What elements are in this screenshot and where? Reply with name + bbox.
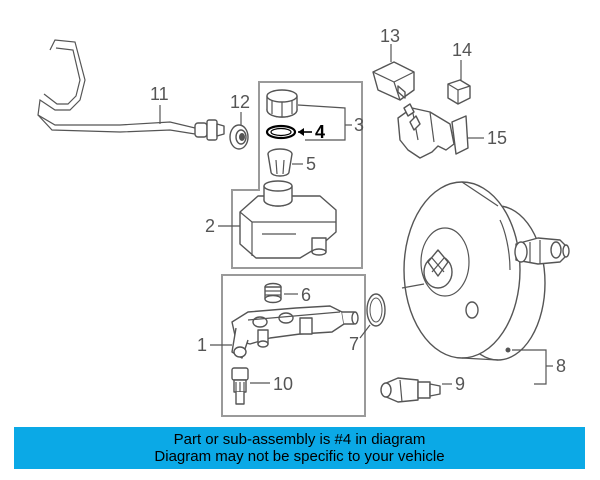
callout-8: 8	[556, 356, 566, 376]
callout-11: 11	[150, 84, 169, 104]
vacuum-sensor-part-9[interactable]	[380, 377, 441, 403]
pressure-sensor-part-10[interactable]	[231, 367, 249, 405]
callout-2: 2	[205, 216, 215, 236]
callout-7: 7	[349, 334, 359, 354]
callout-10: 10	[273, 374, 293, 394]
bracket-part-13[interactable]	[372, 61, 415, 101]
reservoir-cap-part-3[interactable]	[266, 89, 298, 118]
callout-5: 5	[306, 154, 316, 174]
master-cylinder-part-1[interactable]	[231, 305, 359, 359]
parts-diagram: 11 12 3 4 5	[37, 26, 570, 417]
callout-9: 9	[455, 374, 465, 394]
plug-part-6[interactable]	[264, 282, 282, 304]
callout-12: 12	[230, 92, 250, 112]
filter-screen-part-5[interactable]	[267, 148, 293, 177]
callout-13: 13	[380, 26, 400, 46]
callout-6: 6	[301, 285, 311, 305]
grommet-part-12[interactable]	[229, 124, 249, 150]
callout-15: 15	[487, 128, 507, 148]
brake-line-part-11[interactable]	[37, 39, 225, 141]
callout-4: 4	[315, 122, 325, 142]
mounting-bracket-part-15[interactable]	[397, 103, 469, 159]
brake-booster-part-8[interactable]	[401, 181, 570, 361]
reservoir-part-2[interactable]	[239, 180, 337, 259]
callout-3: 3	[354, 115, 364, 135]
seal-ring-part-4[interactable]	[265, 124, 297, 140]
banner-line-disclaimer: Diagram may not be specific to your vehi…	[154, 448, 445, 465]
callout-1: 1	[197, 335, 207, 355]
clip-part-14[interactable]	[447, 79, 471, 105]
o-ring-part-7[interactable]	[366, 293, 386, 327]
info-banner: Part or sub-assembly is #4 in diagram Di…	[14, 427, 585, 469]
callout-14: 14	[452, 40, 472, 60]
banner-line-part-number: Part or sub-assembly is #4 in diagram	[173, 431, 426, 448]
